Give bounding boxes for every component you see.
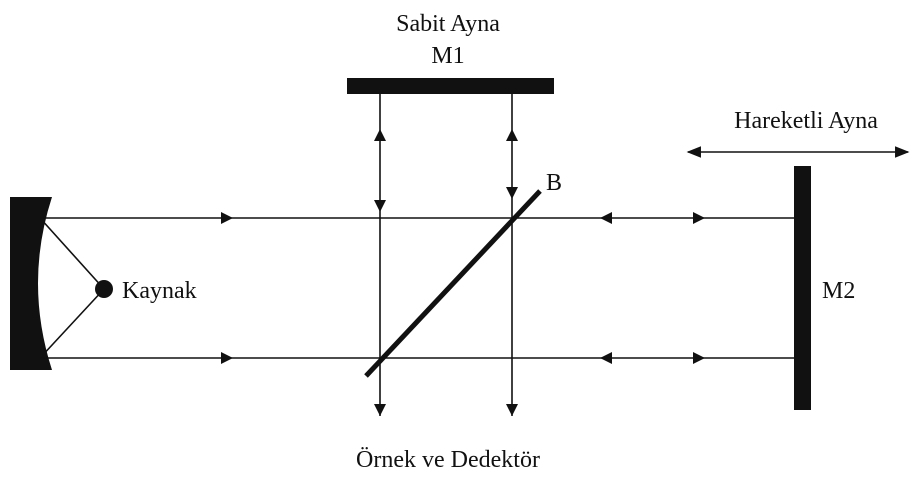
source-ray-lower: [39, 288, 105, 359]
beam-splitter-label: B: [546, 170, 562, 196]
source-point: [95, 280, 113, 298]
forward-arrows: [221, 212, 705, 364]
return-arrows: [600, 212, 612, 364]
source-ray-upper: [39, 217, 105, 290]
moving-mirror-m2: [794, 166, 811, 410]
upward-arrows: [374, 129, 518, 141]
concave-source-mirror: [10, 197, 52, 370]
sample-detector-label: Örnek ve Dedektör: [356, 447, 540, 473]
source-label: Kaynak: [122, 278, 197, 304]
moving-mirror-label: Hareketli Ayna: [734, 108, 878, 134]
mirror-m2-label: M2: [822, 278, 855, 304]
downward-arrows: [374, 187, 518, 416]
beam-splitter: [364, 189, 542, 378]
fixed-mirror-m1: [347, 78, 554, 94]
fixed-mirror-label-line1: Sabit Ayna: [396, 11, 500, 37]
fixed-mirror-label-line2: M1: [431, 43, 464, 69]
